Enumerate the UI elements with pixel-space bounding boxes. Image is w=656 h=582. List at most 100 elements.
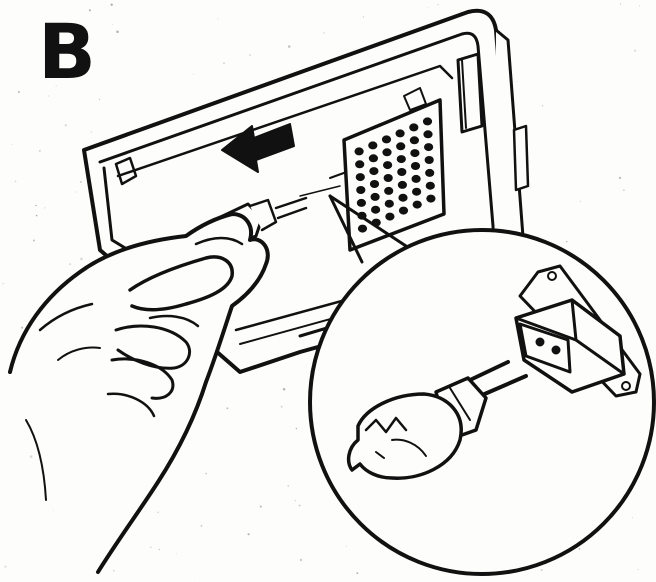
speckle — [98, 98, 101, 101]
speckle — [88, 9, 91, 12]
reflector-dot — [424, 143, 434, 152]
speckle — [427, 6, 429, 8]
reflector-dot — [424, 156, 434, 164]
speckle — [626, 298, 628, 300]
reflector-dot — [425, 168, 435, 177]
reflector-dot — [355, 160, 365, 169]
speckle — [44, 207, 46, 209]
speckle — [226, 407, 229, 410]
reflector-dot — [410, 162, 421, 170]
speckle — [175, 553, 177, 555]
speckle — [247, 533, 250, 536]
speckle — [80, 181, 82, 183]
speckle — [90, 131, 93, 133]
speckle — [32, 239, 36, 242]
speckle — [17, 90, 20, 94]
reflector-dot — [371, 205, 381, 214]
speckle — [11, 143, 13, 145]
speckle — [55, 85, 57, 87]
halogen-bulb — [346, 360, 528, 480]
speckle — [362, 16, 365, 18]
speckle — [298, 504, 301, 507]
speckle — [637, 568, 639, 571]
reflector-dot — [412, 200, 422, 209]
speckle — [460, 10, 462, 12]
reflector-dot — [355, 173, 365, 182]
speckle — [294, 499, 297, 502]
speckle — [75, 191, 77, 193]
reflector-dot — [382, 148, 392, 157]
reflector-dot — [384, 199, 394, 208]
speckle — [638, 5, 640, 7]
speckle — [633, 49, 637, 52]
reflector-dot — [412, 187, 422, 196]
speckle — [192, 73, 194, 75]
speckle — [21, 326, 24, 329]
speckle — [35, 204, 37, 207]
speckle — [35, 214, 38, 217]
speckle — [631, 516, 633, 519]
speckle — [110, 3, 113, 6]
reflector-dot-grid — [354, 117, 436, 233]
reflector-dot — [410, 149, 420, 158]
reflector-dot — [409, 136, 419, 145]
reflector-dot — [385, 212, 395, 221]
speckle — [578, 548, 581, 550]
reflector-dot — [383, 174, 393, 182]
reflector-dot — [396, 142, 406, 151]
reflector-dot — [368, 154, 378, 163]
speckle — [249, 54, 251, 56]
speckle — [226, 365, 228, 367]
reflector-dot — [422, 117, 433, 126]
reflector-dot — [356, 198, 366, 207]
speckle — [2, 282, 4, 285]
speckle — [158, 548, 160, 551]
speckle — [69, 263, 72, 266]
speckle — [112, 24, 114, 25]
reflector-dot — [409, 123, 419, 132]
speckle — [280, 405, 283, 408]
speckle — [323, 32, 325, 34]
reflector-dot — [398, 193, 408, 202]
reflector-dot — [397, 168, 407, 176]
speckle — [64, 124, 67, 127]
reflector-dot — [368, 141, 378, 150]
speckle — [14, 180, 17, 183]
reflector-dot — [384, 186, 394, 195]
speckle — [157, 511, 159, 514]
speckle — [80, 257, 83, 261]
speckle — [193, 577, 195, 579]
speckle — [205, 472, 207, 475]
speckle — [623, 189, 625, 191]
speckle — [299, 558, 303, 562]
reflector-dot — [369, 167, 379, 176]
reflector-dot — [423, 130, 433, 139]
speckle — [48, 95, 50, 97]
reflector-dot — [354, 147, 364, 156]
speckle — [52, 510, 54, 511]
speckle — [618, 176, 622, 180]
speckle — [516, 81, 518, 83]
step-label: B — [38, 7, 96, 96]
reflector-dot — [381, 135, 392, 144]
speckle — [541, 104, 544, 107]
reflector-dot — [369, 180, 380, 188]
reflector-dot — [411, 174, 421, 183]
speckle — [116, 30, 119, 34]
speckle — [619, 3, 622, 5]
reflector-dot — [357, 224, 368, 233]
reflector-dot — [370, 192, 380, 201]
speckle — [579, 200, 582, 203]
speckle — [222, 62, 226, 65]
reflector-dot — [426, 194, 436, 203]
reflector-dot — [395, 129, 405, 138]
speckle — [295, 427, 298, 430]
bulb-socket — [514, 264, 642, 398]
reflector-dot — [398, 206, 409, 215]
reflector-dot — [397, 180, 407, 189]
speckle — [540, 569, 543, 572]
arrow-left-icon — [221, 123, 295, 173]
speckle — [29, 455, 33, 458]
